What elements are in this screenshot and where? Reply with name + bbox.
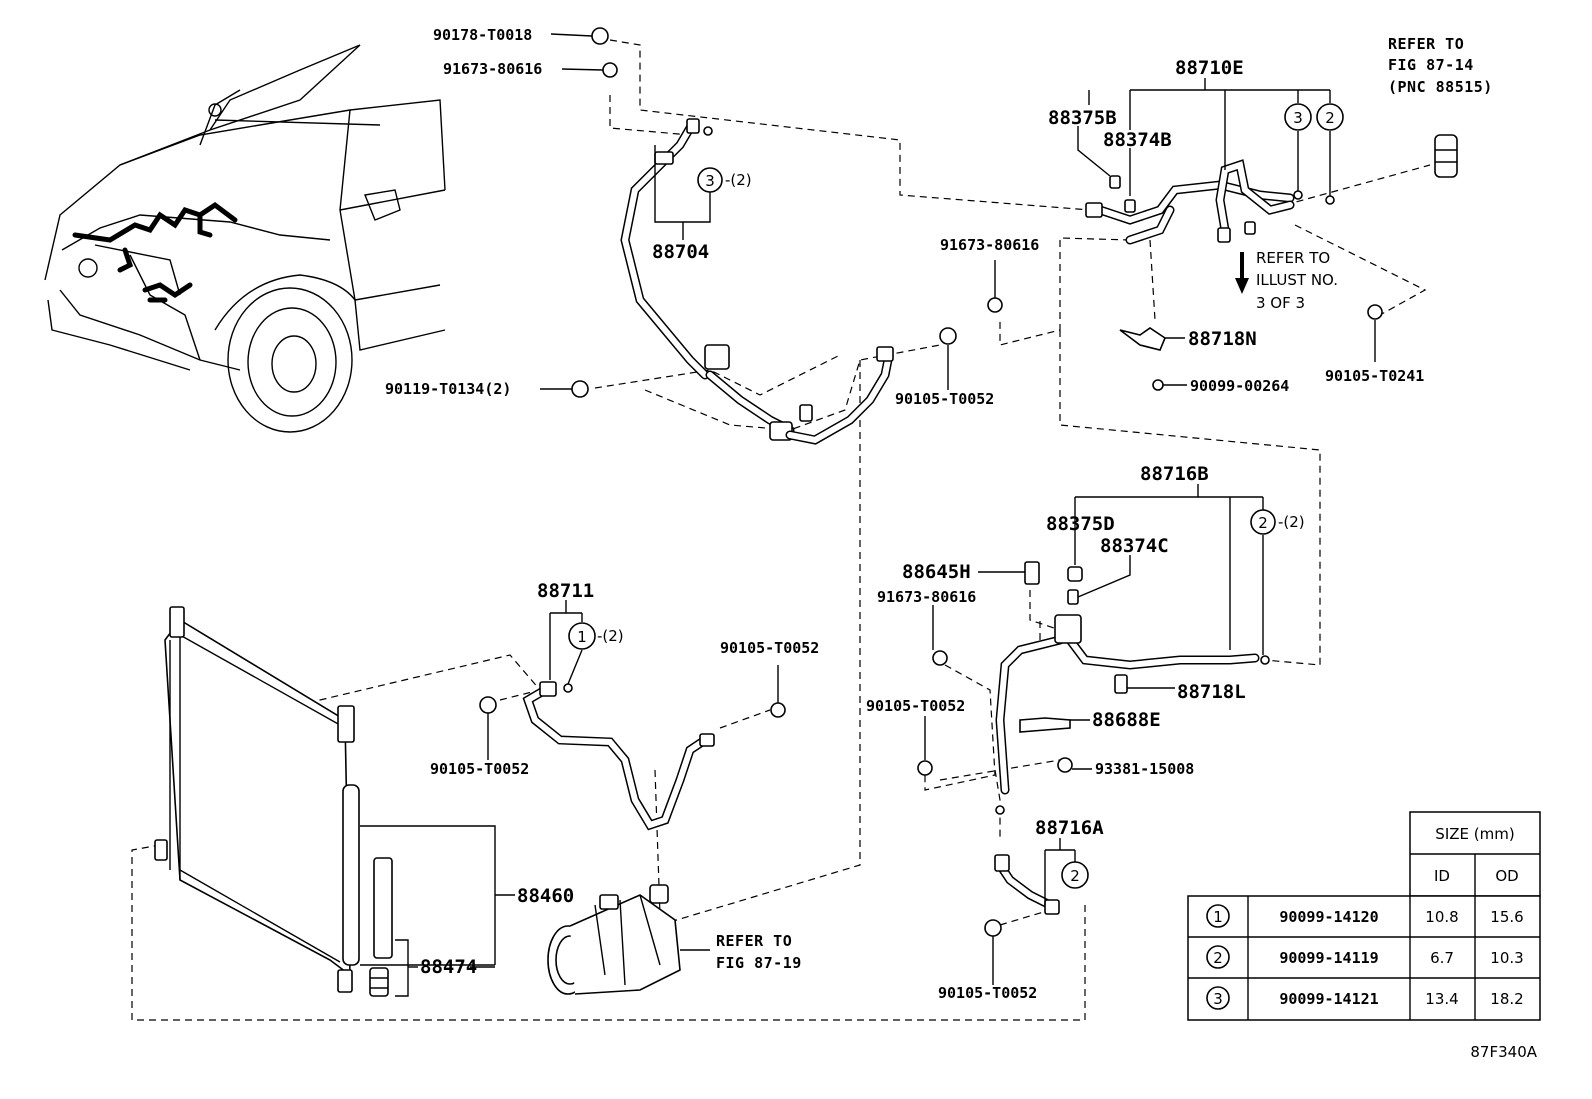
figure-code: 87F340A [1470, 1043, 1537, 1061]
oring-ref-2-88716A: 2 [1061, 861, 1089, 889]
callout-90105-T0052[interactable]: 90105-T0052 [866, 697, 965, 715]
table-cell-ref: 3 [1213, 990, 1223, 1008]
oring-ref-number: 2 [1325, 109, 1335, 127]
assembly-leader-lines [131, 39, 1431, 1021]
callout-90105-T0052[interactable]: 90105-T0052 [895, 390, 994, 408]
refer-note-line: REFER TO [716, 932, 792, 950]
oring-ref-1-88711: 1 -(2) [568, 622, 624, 650]
table-row: 2 90099-14119 6.7 10.3 [1206, 945, 1524, 969]
table-cell-part[interactable]: 90099-14120 [1279, 908, 1378, 926]
table-cell-part[interactable]: 90099-14121 [1279, 990, 1378, 1008]
callout-90119-T0134[interactable]: 90119-T0134(2) [385, 380, 511, 398]
oring-ref-qty: -(2) [1278, 513, 1305, 531]
refer-note-line: ILLUST NO. [1256, 271, 1338, 289]
oring-ref-qty: -(2) [725, 171, 752, 189]
pipe-88710E [1085, 159, 1335, 245]
table-header-id: ID [1434, 867, 1450, 885]
callout-90099-00264[interactable]: 90099-00264 [1190, 377, 1289, 395]
bracket-88718N [1119, 327, 1166, 351]
refer-note-line: FIG 87-14 [1388, 56, 1474, 74]
callout-88718L[interactable]: 88718L [1177, 681, 1246, 703]
callout-91673-80616[interactable]: 91673-80616 [877, 588, 976, 606]
table-header-size: SIZE (mm) [1435, 825, 1514, 843]
callout-88711[interactable]: 88711 [537, 580, 594, 602]
oring-ref-3-88710E: 3 [1284, 103, 1312, 131]
table-cell-ref: 1 [1213, 908, 1223, 926]
table-cell-od: 18.2 [1490, 990, 1523, 1008]
callout-88645H[interactable]: 88645H [902, 561, 971, 583]
callout-91673-80616[interactable]: 91673-80616 [940, 236, 1039, 254]
refer-note-fig-87-19: REFER TO FIG 87-19 [716, 932, 802, 972]
table-cell-ref: 2 [1213, 949, 1223, 967]
table-cell-id: 10.8 [1425, 908, 1458, 926]
oring-ref-number: 2 [1258, 514, 1268, 532]
callout-88688E[interactable]: 88688E [1092, 709, 1161, 731]
callout-90105-T0241[interactable]: 90105-T0241 [1325, 367, 1424, 385]
refer-note-fig-87-14: REFER TO FIG 87-14 (PNC 88515) [1388, 35, 1493, 96]
callout-88716A[interactable]: 88716A [1035, 817, 1104, 839]
bolt-90105-T0241 [1367, 304, 1383, 320]
callout-88375B[interactable]: 88375B [1048, 107, 1117, 129]
oring-ref-number: 1 [577, 628, 587, 646]
oring-ref-number: 3 [1293, 109, 1303, 127]
callout-88374B[interactable]: 88374B [1103, 129, 1172, 151]
callout-labels: 90178-T0018 91673-80616 88704 90119-T013… [385, 26, 1424, 1002]
nut-90178-T0018 [591, 27, 609, 45]
pipe-88704-lower [785, 346, 894, 445]
callout-88704[interactable]: 88704 [652, 241, 709, 263]
compressor [547, 884, 681, 995]
bolt-90105-T0052-top [939, 327, 957, 345]
refer-note-line: REFER TO [1256, 249, 1330, 267]
callout-90105-T0052[interactable]: 90105-T0052 [430, 760, 529, 778]
desiccant-88474 [369, 857, 393, 997]
oring-size-table: SIZE (mm) ID OD 1 90099-14120 10.8 15.6 … [1187, 811, 1541, 1021]
table-header-od: OD [1495, 867, 1518, 885]
callout-91673-80616[interactable]: 91673-80616 [443, 60, 542, 78]
bolt-91673-80616-top [987, 297, 1003, 313]
oring-ref-2-88710E: 2 [1316, 103, 1344, 131]
pipe-88716A [984, 805, 1060, 937]
connector-fig-87-14 [1434, 134, 1458, 178]
arrow-down-icon [1235, 252, 1249, 294]
callout-88710E[interactable]: 88710E [1175, 57, 1244, 79]
callout-90105-T0052[interactable]: 90105-T0052 [720, 639, 819, 657]
pipe-88711 [479, 681, 786, 831]
table-row: 1 90099-14120 10.8 15.6 [1206, 904, 1524, 928]
oring-ref-number: 3 [705, 172, 715, 190]
refer-note-line: 3 OF 3 [1256, 294, 1305, 312]
oring-ref-3-88704: 3 -(2) [697, 167, 752, 193]
condenser-88460 [154, 606, 360, 993]
callout-90178-T0018[interactable]: 90178-T0018 [433, 26, 532, 44]
bolt-90099-00264 [1152, 379, 1164, 391]
callout-88375D[interactable]: 88375D [1046, 513, 1115, 535]
callout-88374C[interactable]: 88374C [1100, 535, 1169, 557]
oring-ref-qty: -(2) [597, 627, 624, 645]
callout-88474[interactable]: 88474 [420, 956, 477, 978]
refer-note-line: (PNC 88515) [1388, 78, 1493, 96]
refer-note-illust-3-of-3: REFER TO ILLUST NO. 3 OF 3 [1235, 249, 1338, 312]
callout-90105-T0052[interactable]: 90105-T0052 [938, 984, 1037, 1002]
bolt-90119-T0134 [571, 380, 589, 398]
callout-88716B[interactable]: 88716B [1140, 463, 1209, 485]
table-cell-id: 6.7 [1430, 949, 1454, 967]
callout-93381-15008[interactable]: 93381-15008 [1095, 760, 1194, 778]
callout-88460[interactable]: 88460 [517, 885, 574, 907]
oring-ref-2-88716B: 2 -(2) [1250, 509, 1305, 535]
table-cell-id: 13.4 [1425, 990, 1458, 1008]
oring-ref-number: 2 [1070, 867, 1080, 885]
refer-note-line: REFER TO [1388, 35, 1464, 53]
bolt-91673-80616-top-left [602, 62, 618, 78]
pipe-88716B [917, 561, 1270, 795]
table-cell-od: 10.3 [1490, 949, 1523, 967]
table-cell-part[interactable]: 90099-14119 [1279, 949, 1378, 967]
table-row: 3 90099-14121 13.4 18.2 [1206, 986, 1524, 1010]
callout-88718N[interactable]: 88718N [1188, 328, 1257, 350]
refer-note-line: FIG 87-19 [716, 954, 802, 972]
table-cell-od: 15.6 [1490, 908, 1523, 926]
callout-leaders [360, 33, 1376, 997]
vehicle-locator-illustration [44, 44, 446, 433]
